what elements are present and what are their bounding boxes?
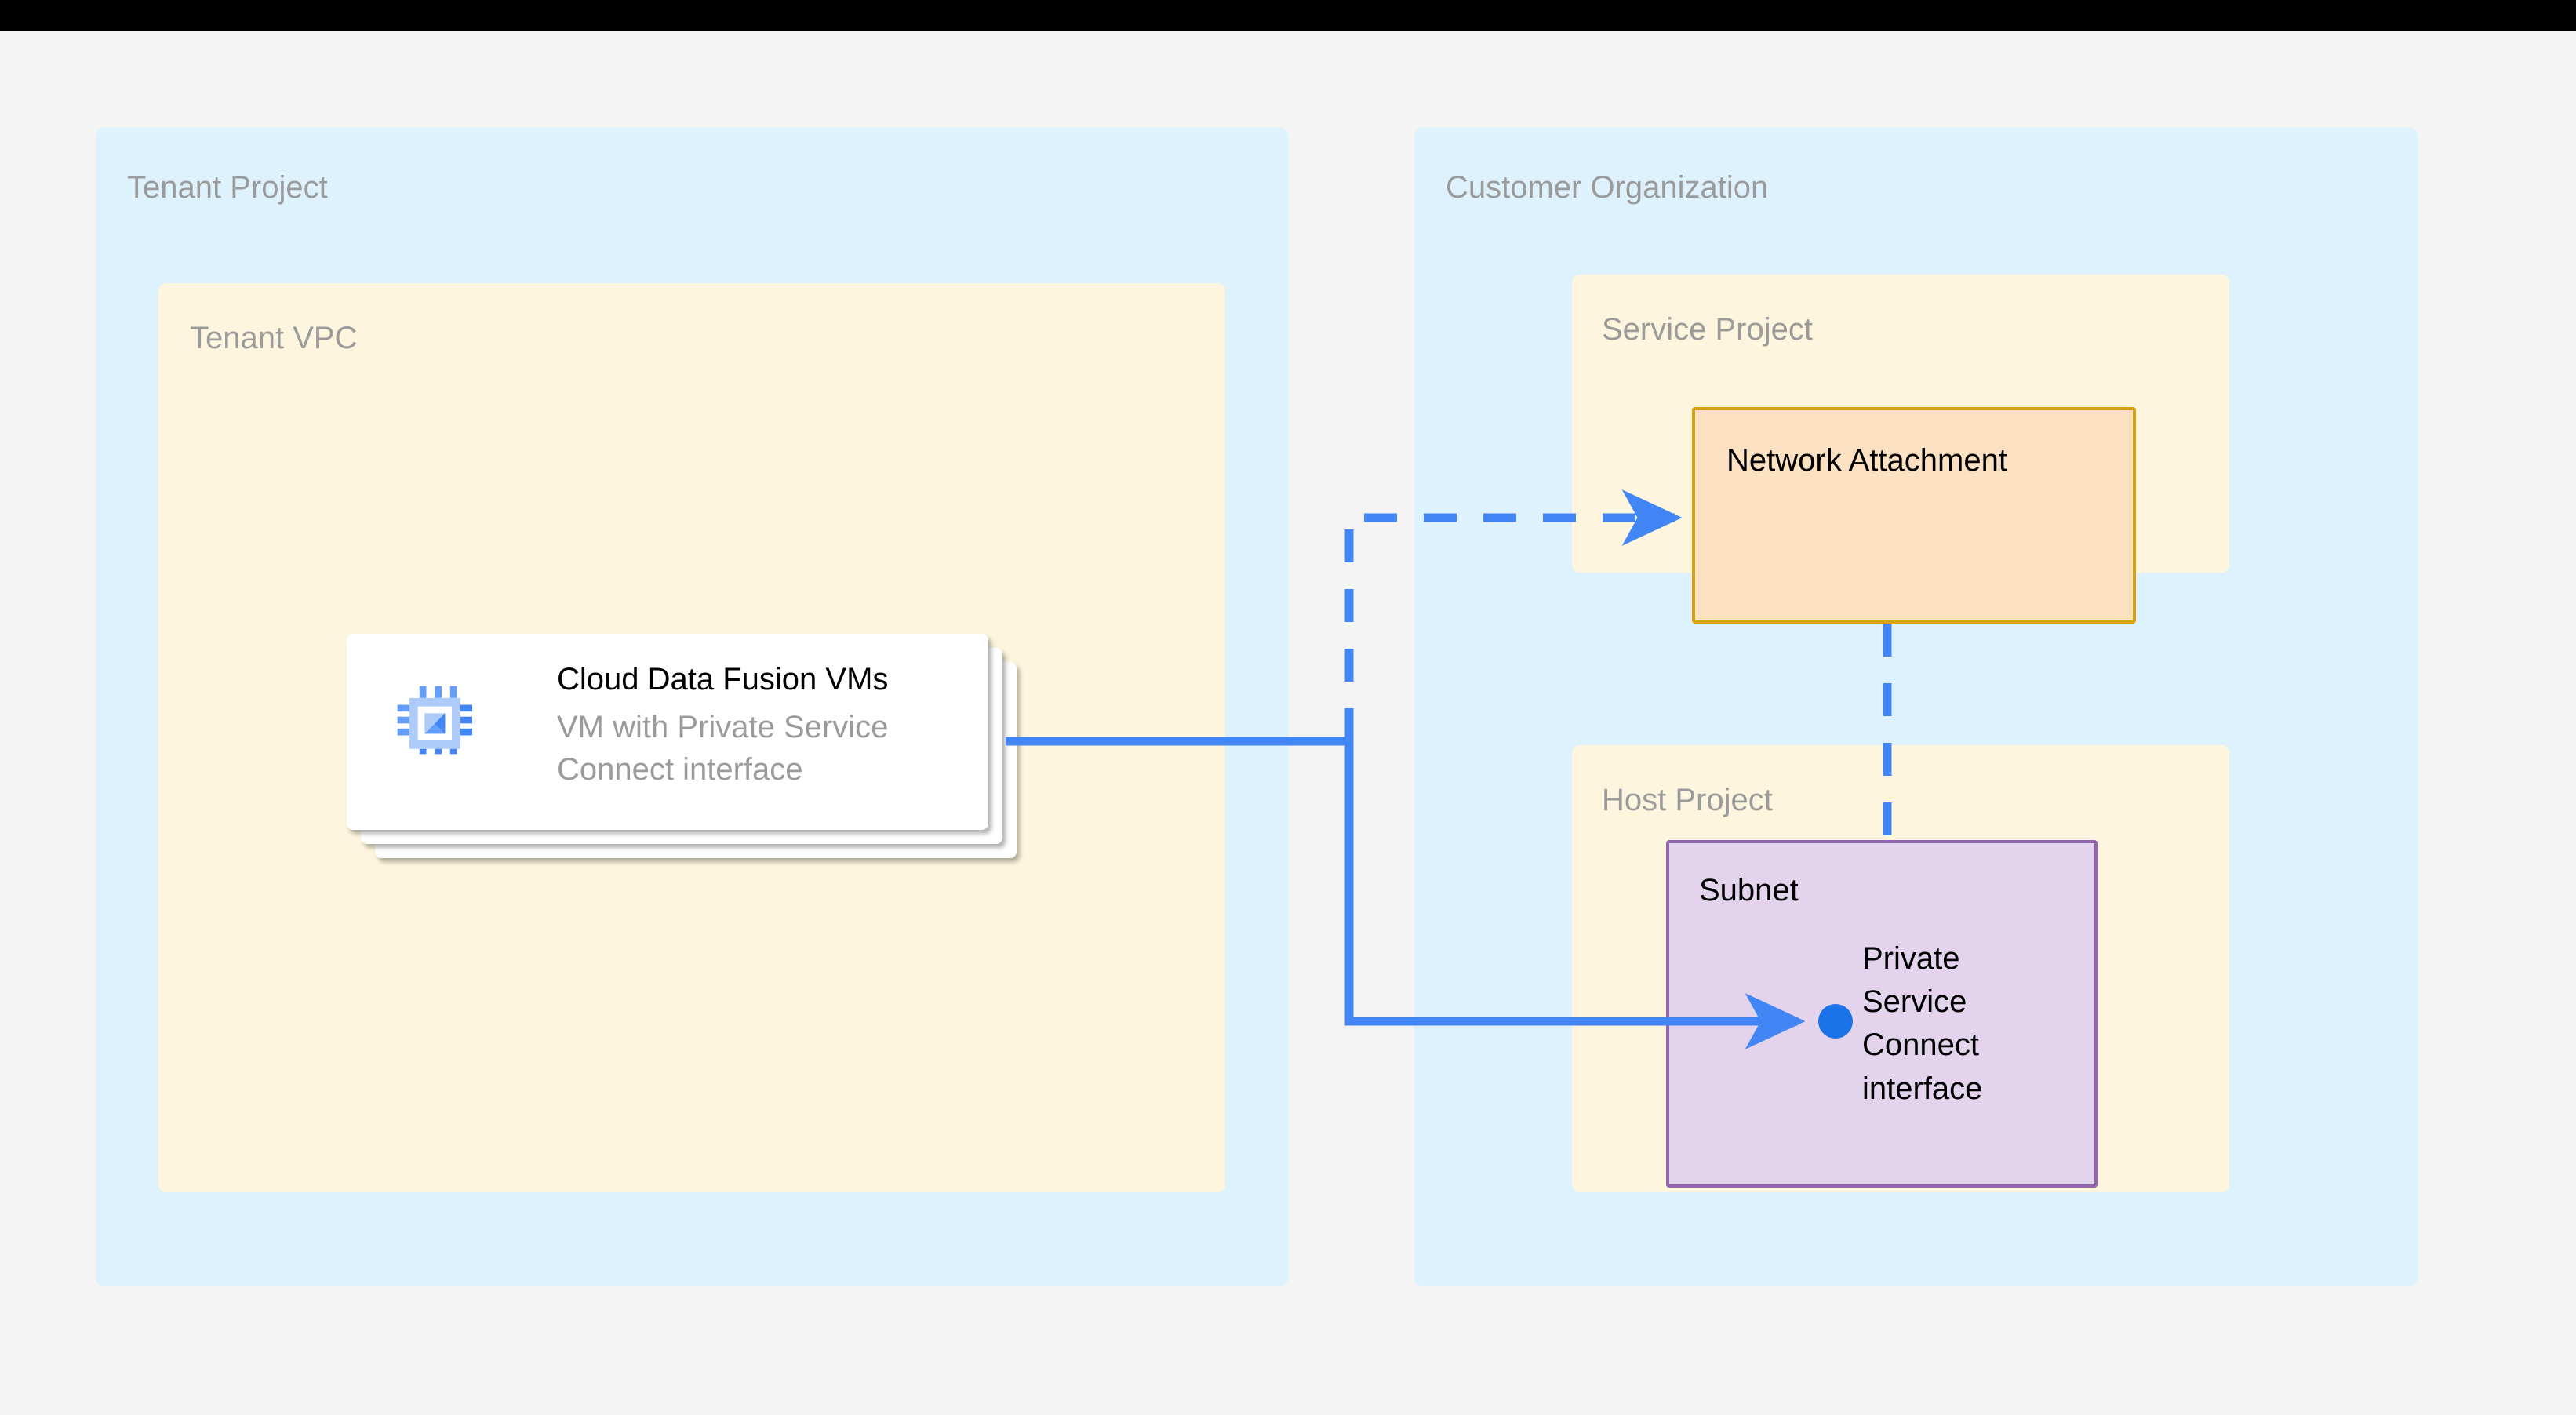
service-project-label: Service Project [1602,312,1813,347]
private-service-connect-interface-label: Private Service Connect interface [1862,941,1983,1106]
vm-card-title: Cloud Data Fusion VMs [557,662,889,697]
vm-card-cloud-data-fusion-vms[interactable]: Cloud Data Fusion VMs VM with Private Se… [347,634,988,830]
vm-card-subtitle: VM with Private Service Connect interfac… [557,710,889,787]
top-black-bar [0,0,2576,31]
host-project-label: Host Project [1602,783,1773,817]
network-attachment-box[interactable]: Network Attachment [1692,407,2136,624]
customer-organization-label: Customer Organization [1446,170,1769,205]
tenant-project-label: Tenant Project [127,170,328,205]
private-service-connect-endpoint-dot [1818,1004,1853,1039]
subnet-box[interactable]: Subnet Private Service Connect interface [1666,840,2098,1188]
tenant-vpc-label: Tenant VPC [190,321,358,355]
network-attachment-label: Network Attachment [1726,443,2007,478]
subnet-label: Subnet [1699,873,1799,908]
cpu-chip-icon [397,686,472,755]
